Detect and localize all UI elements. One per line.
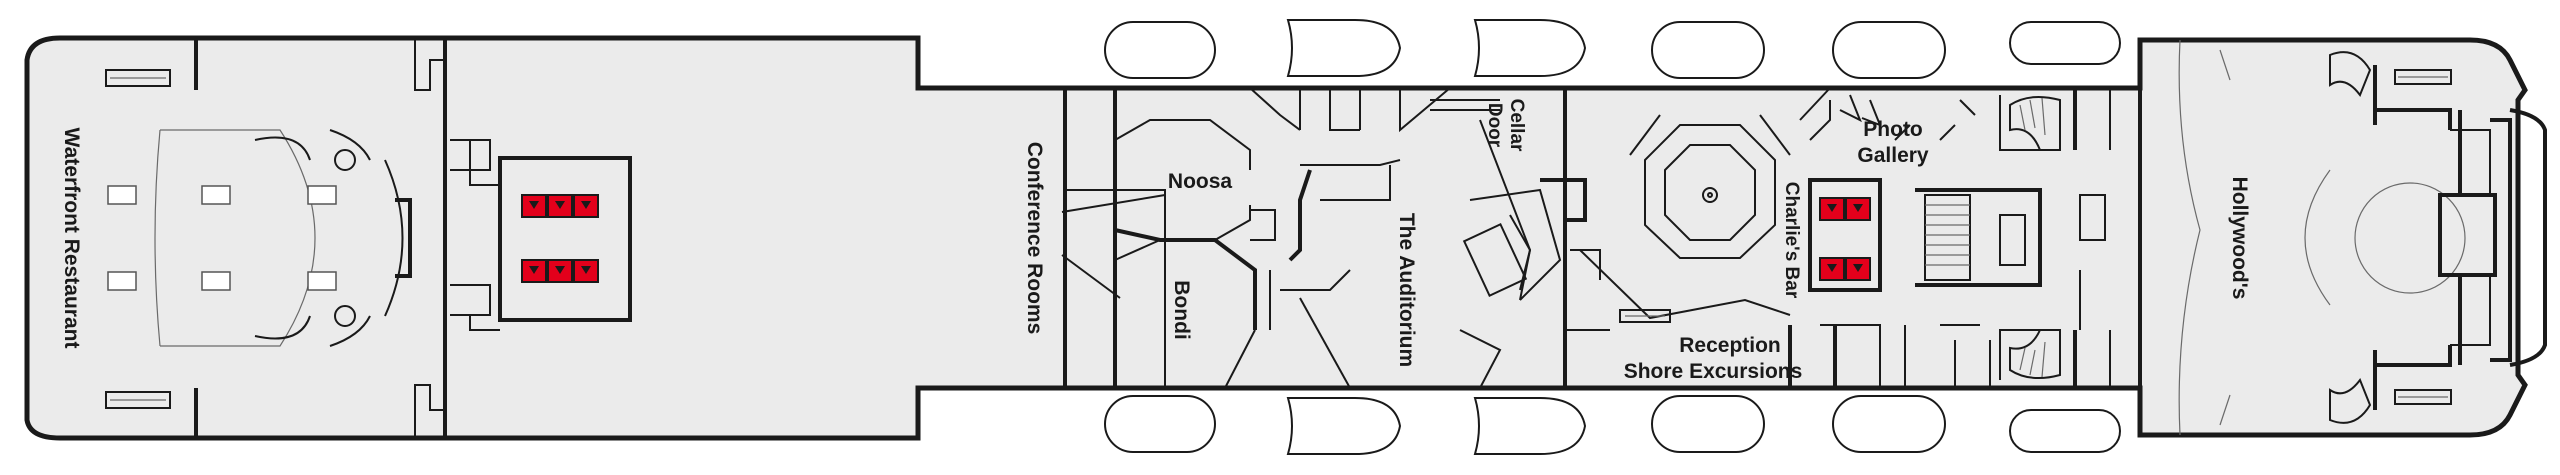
lifeboat-icon <box>1104 395 1216 453</box>
stairs-icon <box>2009 95 2061 151</box>
stern-rail <box>2490 118 2512 362</box>
lifeboats-top <box>1104 19 2121 79</box>
conference-area <box>1061 87 1361 389</box>
dining-table <box>107 185 137 205</box>
bondi-label: Bondi <box>1170 280 1193 339</box>
lifeboat-icon <box>1286 19 1402 77</box>
reception-bar-area <box>1579 87 1991 388</box>
hollywoods-label: Hollywood's <box>2228 177 2251 300</box>
shore-excursions-label: Shore Excursions <box>1624 360 1803 383</box>
dining-table <box>201 185 231 205</box>
stairs-icon <box>1924 194 1971 281</box>
waterfront-restaurant-area <box>105 38 632 438</box>
hollywoods-area <box>2138 39 2497 436</box>
dining-table <box>307 271 337 291</box>
lifeboat-icon <box>1832 21 1946 79</box>
lifeboat-icon <box>1832 395 1946 453</box>
dining-table <box>201 271 231 291</box>
lifeboat-icon <box>1473 397 1587 455</box>
cellar-door-label-line1: Cellar <box>1506 99 1527 152</box>
lifeboat-icon <box>2009 21 2121 65</box>
lifeboat-icon <box>2009 409 2121 453</box>
dining-table <box>107 271 137 291</box>
stairs-icon <box>2009 329 2061 380</box>
conference-rooms-label: Conference Rooms <box>1023 142 1046 335</box>
dining-table <box>307 185 337 205</box>
lifeboat-icon <box>1473 19 1587 77</box>
photo-gallery-label-line1: Photo <box>1863 118 1922 141</box>
lifeboats-bottom <box>1104 395 2121 455</box>
auditorium-label: The Auditorium <box>1395 213 1418 367</box>
stairs-mid <box>1915 88 2111 388</box>
elevator-bank-mid <box>1808 178 1882 292</box>
reception-label: Reception <box>1679 334 1781 357</box>
photo-gallery-label-line2: Gallery <box>1857 144 1929 167</box>
cellar-door-label-line2: Door <box>1484 103 1505 148</box>
noosa-label: Noosa <box>1168 170 1233 193</box>
lifeboat-icon <box>1104 21 1216 79</box>
charlies-bar-label: Charlie's Bar <box>1781 182 1802 299</box>
lifeboat-icon <box>1286 397 1402 455</box>
elevator-bank-left <box>521 194 599 283</box>
lifeboat-icon <box>1651 21 1765 79</box>
waterfront-restaurant-label: Waterfront Restaurant <box>60 128 83 349</box>
lifeboat-icon <box>1651 395 1765 453</box>
